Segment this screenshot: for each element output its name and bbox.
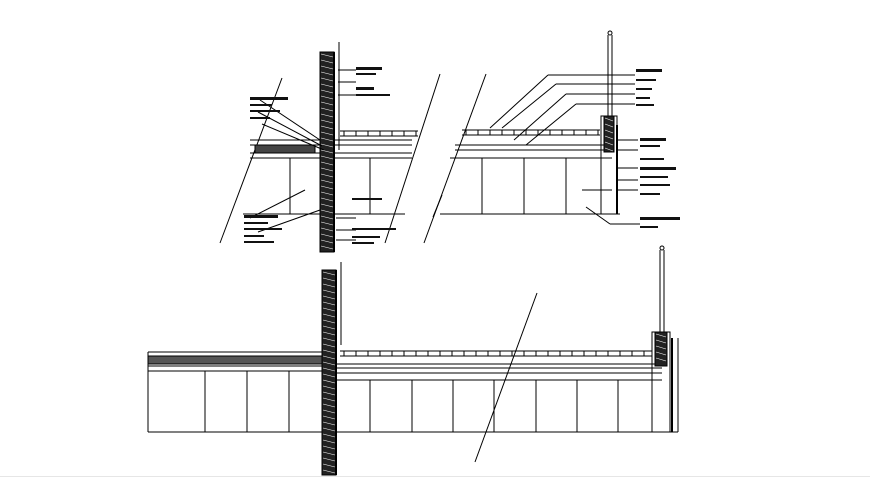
hatch-stroke [322, 427, 336, 432]
hatch-stroke [604, 129, 614, 134]
hatch-stroke [320, 245, 334, 250]
hatch-stroke [320, 107, 334, 112]
hatch-stroke [655, 333, 667, 338]
hatch-stroke [322, 295, 336, 300]
hatch-stroke [322, 379, 336, 384]
hatch-stroke [320, 197, 334, 202]
hatch-stroke [320, 161, 334, 166]
upper-right-label-bars [636, 69, 680, 228]
hatch-stroke [322, 325, 336, 330]
hatch-stroke [322, 337, 336, 342]
hatch-stroke [322, 385, 336, 390]
hatch-stroke [322, 283, 336, 288]
hatch-stroke [322, 391, 336, 396]
hatch-stroke [320, 179, 334, 184]
upper-left-label-bars [244, 67, 396, 244]
hatch-stroke [320, 95, 334, 100]
hatch-stroke [320, 215, 334, 220]
hatch-stroke [320, 71, 334, 76]
hatch-stroke [320, 113, 334, 118]
hatch-stroke [322, 457, 336, 462]
hatch-stroke [322, 421, 336, 426]
hatch-stroke [322, 397, 336, 402]
hatch-stroke [322, 313, 336, 318]
hatch-stroke [322, 403, 336, 408]
hatch-stroke [320, 59, 334, 64]
hatch-stroke [322, 271, 336, 276]
hatch-stroke [655, 345, 667, 350]
hatch-stroke [322, 409, 336, 414]
hatch-stroke [322, 349, 336, 354]
hatch-stroke [322, 451, 336, 456]
hatch-stroke [322, 373, 336, 378]
hatch-stroke [320, 239, 334, 244]
hatch-stroke [320, 101, 334, 106]
hatch-stroke [604, 147, 614, 152]
lower-full-roof-section [147, 245, 679, 476]
hatch-stroke [604, 141, 614, 146]
hatch-stroke [655, 339, 667, 344]
hatch-stroke [320, 125, 334, 130]
hatch-stroke [322, 445, 336, 450]
hatch-stroke [320, 167, 334, 172]
hatch-stroke [320, 155, 334, 160]
hatch-stroke [320, 131, 334, 136]
hatch-stroke [320, 89, 334, 94]
hatch-stroke [322, 289, 336, 294]
wall-hatching [320, 53, 667, 474]
hatch-stroke [604, 123, 614, 128]
hatch-stroke [320, 173, 334, 178]
hatch-stroke [320, 185, 334, 190]
hatch-stroke [320, 77, 334, 82]
hatch-stroke [322, 301, 336, 306]
hatch-stroke [604, 117, 614, 122]
hatch-stroke [322, 361, 336, 366]
hatch-stroke [320, 65, 334, 70]
hatch-stroke [322, 343, 336, 348]
hatch-stroke [320, 119, 334, 124]
hatch-stroke [322, 277, 336, 282]
hatch-stroke [320, 221, 334, 226]
hatch-stroke [322, 331, 336, 336]
hatch-stroke [322, 355, 336, 360]
hatch-stroke [322, 415, 336, 420]
hatch-stroke [320, 137, 334, 142]
hatch-stroke [320, 53, 334, 58]
hatch-stroke [320, 203, 334, 208]
hatch-stroke [655, 357, 667, 362]
upper-right-parapet-railing-detail [423, 30, 640, 244]
hatch-stroke [655, 351, 667, 356]
hatch-stroke [320, 191, 334, 196]
hatch-stroke [604, 135, 614, 140]
hatch-stroke [320, 227, 334, 232]
hatch-stroke [320, 83, 334, 88]
upper-left-wall-section-detail [219, 42, 441, 253]
hatch-stroke [322, 439, 336, 444]
hatch-stroke [320, 143, 334, 148]
hatch-stroke [322, 433, 336, 438]
hatch-stroke [320, 233, 334, 238]
hatch-stroke [322, 319, 336, 324]
hatch-stroke [322, 463, 336, 468]
hatch-stroke [320, 149, 334, 154]
hatch-stroke [322, 469, 336, 474]
hatch-stroke [322, 367, 336, 372]
hatch-stroke [320, 209, 334, 214]
hatch-stroke [322, 307, 336, 312]
page-bottom-rule [0, 476, 870, 477]
